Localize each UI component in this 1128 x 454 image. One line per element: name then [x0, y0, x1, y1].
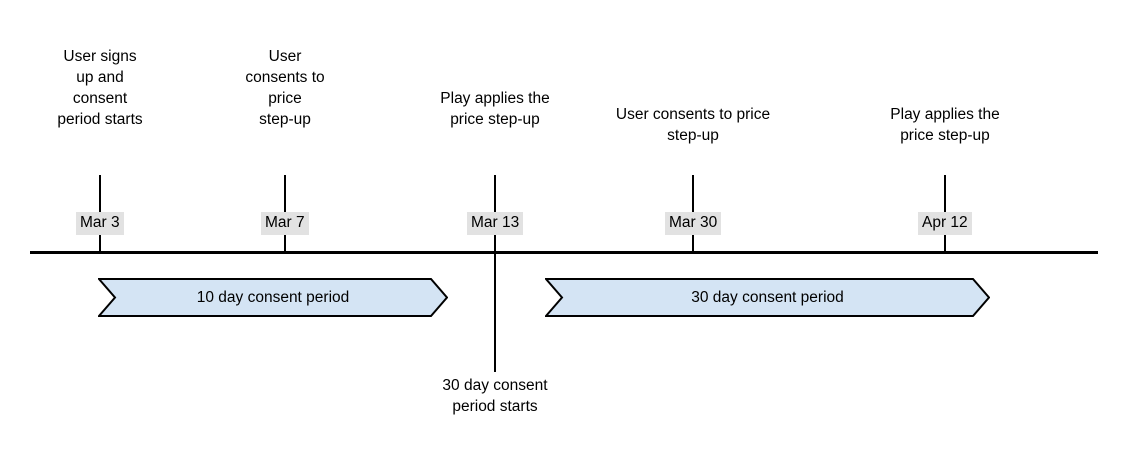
consent-period-bar-2: 30 day consent period	[545, 278, 990, 317]
date-chip-mar-13: Mar 13	[467, 212, 524, 235]
event-caption-mar-30: User consents to price step-up	[615, 106, 771, 144]
timeline-axis	[30, 251, 1098, 254]
event-caption-mar-3: User signs up and consent period starts	[57, 48, 143, 128]
chevron-shape	[98, 278, 448, 317]
consent-period-bar-1: 10 day consent period	[98, 278, 448, 317]
date-chip-mar-7: Mar 7	[261, 212, 309, 235]
below-axis-caption: 30 day consent period starts	[442, 377, 548, 415]
date-chip-mar-30: Mar 30	[665, 212, 722, 235]
below-axis-tick	[494, 251, 496, 372]
event-caption-mar-7: User consents to price step-up	[245, 48, 325, 128]
event-caption-apr-12: Play applies the price step-up	[890, 106, 1000, 144]
date-chip-mar-3: Mar 3	[76, 212, 124, 235]
date-chip-apr-12: Apr 12	[918, 212, 972, 235]
chevron-shape	[545, 278, 990, 317]
event-caption-mar-13: Play applies the price step-up	[440, 90, 550, 128]
